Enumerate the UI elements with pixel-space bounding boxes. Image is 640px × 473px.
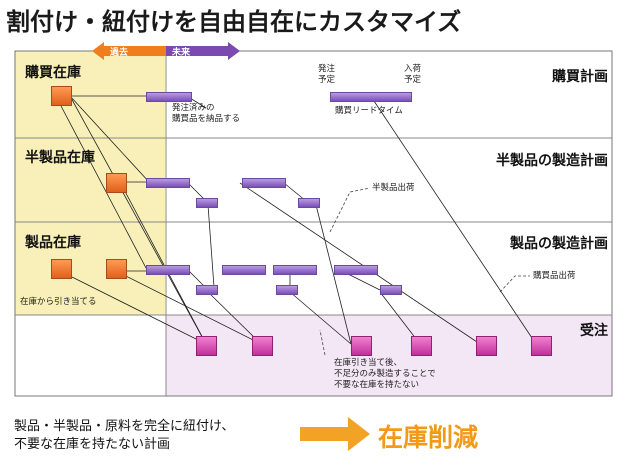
inventory-box (51, 259, 72, 279)
result-arrow-icon (300, 417, 370, 451)
future-label: 未来 (172, 48, 191, 58)
plan-bar (298, 198, 320, 208)
order-box (411, 336, 432, 356)
plan-semi: 半製品の製造計画 (496, 153, 608, 169)
diagram-border (14, 50, 613, 397)
order-box (351, 336, 372, 356)
section-purchase-inventory: 購買在庫 (25, 65, 81, 81)
note-delivered: 発注済みの 購買品を納品する (172, 103, 241, 124)
plan-bar (276, 285, 298, 295)
plan-bar (146, 178, 190, 188)
future-arrow (166, 42, 240, 60)
order-box (196, 336, 217, 356)
inventory-box (106, 259, 127, 279)
past-arrow (92, 42, 166, 60)
section-semi-inventory: 半製品在庫 (25, 150, 95, 166)
bottom-description: 製品・半製品・原料を完全に紐付け、 不要な在庫を持たない計画 (14, 419, 235, 452)
note-semi-ship: 半製品出荷 (372, 183, 415, 193)
plan-bar (330, 92, 412, 102)
plan-bar (334, 265, 378, 275)
order-box (252, 336, 273, 356)
note-lead-time: 購買リードタイム (335, 106, 403, 116)
plan-purchase: 購買計画 (552, 69, 608, 85)
inventory-box (51, 86, 72, 106)
section-product-inventory: 製品在庫 (25, 235, 81, 251)
note-after-assign: 在庫引き当て後、 不足分のみ製造することで 不要な在庫を持たない (334, 358, 436, 390)
note-assign-from-stock: 在庫から引き当てる (20, 297, 97, 307)
plan-order: 受注 (580, 323, 608, 339)
order-box (531, 336, 552, 356)
inventory-box (106, 173, 127, 193)
order-box (476, 336, 497, 356)
plan-bar (380, 285, 402, 295)
note-order-placed: 発注 予定 (318, 64, 336, 85)
plan-bar (273, 265, 317, 275)
callout-lines (319, 187, 530, 356)
plan-bar (146, 265, 190, 275)
past-region (15, 51, 165, 315)
result-label: 在庫削減 (378, 423, 479, 452)
plan-bar (222, 265, 266, 275)
plan-product: 製品の製造計画 (510, 236, 608, 252)
page-title: 割付け・紐付けを自由自在にカスタマイズ (6, 8, 462, 36)
note-receipt: 入荷 予定 (404, 64, 422, 85)
note-purchase-ship: 購買品出荷 (533, 271, 576, 281)
plan-bar (196, 285, 218, 295)
past-label: 過去 (110, 48, 129, 58)
plan-bar (242, 178, 286, 188)
plan-bar (196, 198, 218, 208)
plan-bar (146, 92, 192, 102)
